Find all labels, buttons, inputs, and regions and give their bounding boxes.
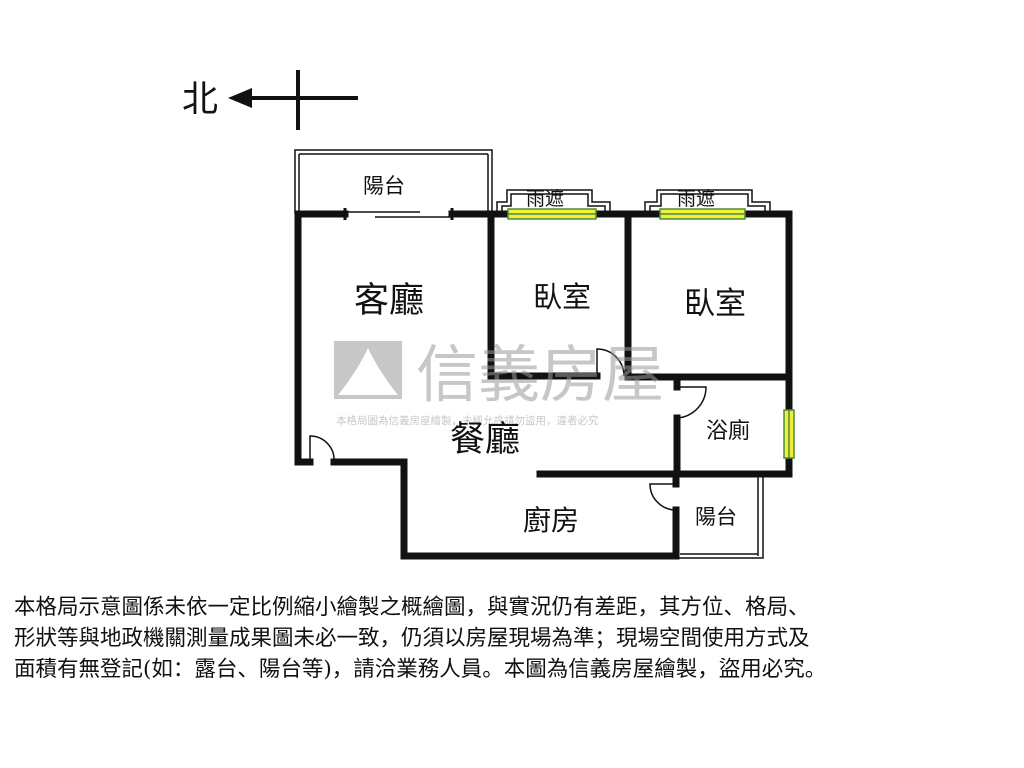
bedroom-1-door-swing (596, 348, 625, 377)
floor-plan: 北 (182, 70, 795, 560)
north-label: 北 (182, 79, 218, 120)
watermark-logo-mark (338, 348, 398, 395)
entry-door-swing (309, 435, 335, 463)
label-bathroom: 浴廁 (706, 419, 750, 444)
label-bedroom-2: 臥室 (684, 286, 746, 322)
canopy-1-inner (501, 193, 606, 213)
north-compass: 北 (182, 70, 358, 130)
disclaimer-line: 形狀等與地政機關測量成果圖未必一致，仍須以房屋現場為準；現場空間使用方式及 (14, 626, 810, 651)
label-canopy-2: 雨遮 (677, 188, 715, 210)
label-balcony-right: 陽台 (695, 505, 737, 529)
north-arrow-icon (228, 88, 252, 108)
sliding-door (343, 208, 454, 220)
balcony-door-swing (649, 483, 677, 511)
bathroom-door-swing (676, 386, 707, 419)
watermark: 信義房屋 本格局圖為信義房屋繪製，未經允許請勿盜用，違者必究 (334, 338, 664, 427)
wall-entry-bottom-right (330, 458, 680, 560)
label-bedroom-1: 臥室 (533, 280, 591, 314)
label-balcony-top: 陽台 (363, 174, 405, 198)
disclaimer-line: 面積有無登記(如：露台、陽台等)，請洽業務人員。本圖為信義房屋繪製，盜用必究。 (14, 657, 827, 682)
watermark-brand: 信義房屋 (416, 338, 664, 411)
canopy-2-outline (644, 189, 771, 213)
balcony-top-outline (294, 149, 493, 214)
disclaimer-line: 本格局示意圖係未依一定比例縮小繪製之概繪圖，與實況仍有差距，其方位、格局、 (14, 595, 810, 620)
canopy-1-outline (496, 189, 611, 213)
walls (294, 210, 793, 560)
label-kitchen: 廚房 (523, 504, 579, 537)
disclaimer: 本格局示意圖係未依一定比例縮小繪製之概繪圖，與實況仍有差距，其方位、格局、 形狀… (14, 592, 1014, 685)
label-living-room: 客廳 (354, 281, 424, 321)
label-dining-room: 餐廳 (450, 420, 520, 460)
label-canopy-1: 雨遮 (526, 188, 564, 210)
canopy-2-inner (649, 193, 766, 213)
watermark-notice: 本格局圖為信義房屋繪製，未經允許請勿盜用，違者必究 (336, 414, 599, 427)
windows (507, 208, 795, 459)
doors (309, 348, 707, 511)
